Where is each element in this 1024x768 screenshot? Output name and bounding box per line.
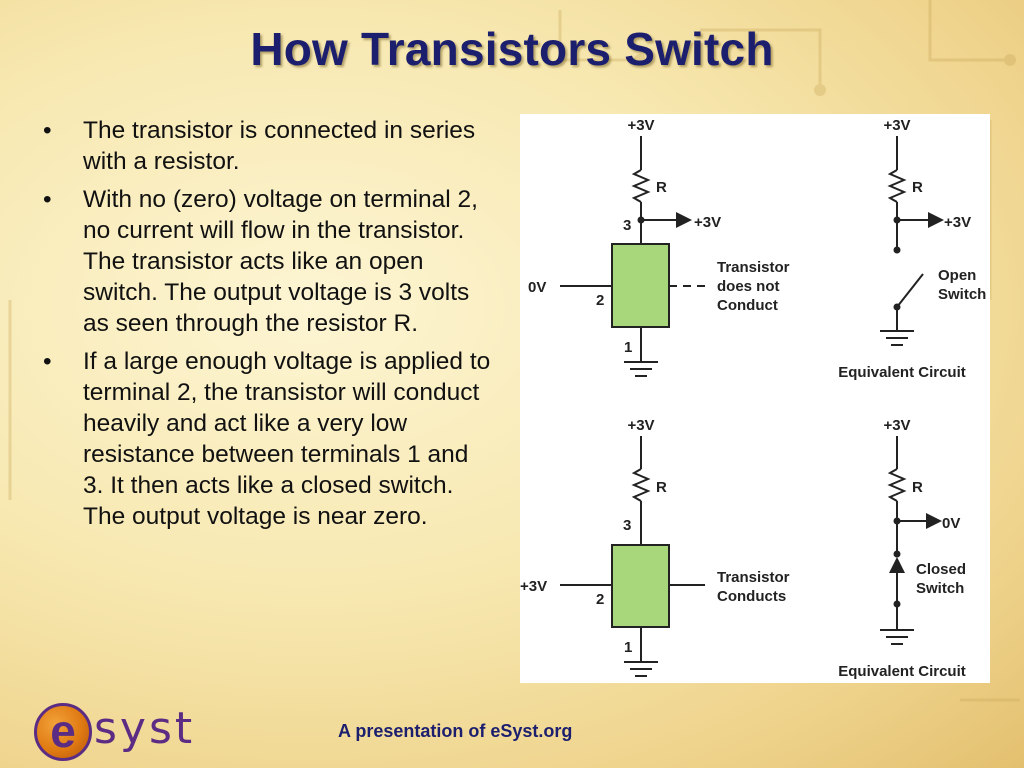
off-eq-output-voltage: +3V	[944, 214, 971, 231]
on-transistor-circuit	[560, 436, 705, 677]
open-switch-label-line-2: Switch	[938, 286, 986, 303]
bullet-dot: •	[43, 117, 52, 144]
on-equivalent-label: Equivalent Circuit	[838, 663, 966, 680]
footer-credit: A presentation of eSyst.org	[338, 721, 573, 741]
transistor-switch-diagram: +3V R 3 +3V 0V 2 1 Transistor does not C…	[520, 114, 990, 683]
on-transistor-block	[611, 544, 670, 628]
off-output-node	[637, 216, 645, 224]
bullet-item: • If a large enough voltage is applied to…	[40, 346, 495, 532]
off-note-line-3: Conduct	[717, 297, 778, 314]
on-note-line-2: Conducts	[717, 588, 786, 605]
off-eq-output-node	[893, 216, 901, 224]
off-resistor-label: R	[656, 179, 667, 196]
bullet-item: • With no (zero) voltage on terminal 2, n…	[40, 184, 495, 339]
off-terminal-3-label: 3	[623, 217, 631, 234]
bullet-dot: •	[43, 186, 52, 213]
open-switch-pivot	[893, 303, 901, 311]
off-input-voltage: 0V	[528, 279, 546, 296]
bullet-text: The transistor is connected in series wi…	[83, 117, 476, 175]
off-terminal-1-label: 1	[624, 339, 632, 356]
bullet-text: If a large enough voltage is applied to …	[83, 348, 491, 530]
on-note-line-1: Transistor	[717, 569, 790, 586]
open-switch-blade	[896, 273, 924, 308]
circuit-diagram-svg: +3V R 3 +3V 0V 2 1 Transistor does not C…	[520, 117, 986, 680]
on-equivalent-circuit	[880, 436, 942, 645]
on-terminal-2-label: 2	[596, 591, 604, 608]
open-switch-contact	[893, 246, 901, 254]
closed-switch-label-line-2: Switch	[916, 580, 964, 597]
closed-switch-pivot	[893, 600, 901, 608]
bullet-list: • The transistor is connected in series w…	[40, 115, 495, 539]
on-eq-output-node	[893, 517, 901, 525]
off-eq-supply-label: +3V	[883, 117, 910, 134]
slide-title: How Transistors Switch	[250, 23, 774, 75]
off-eq-resistor-label: R	[912, 179, 923, 196]
on-terminal-1-label: 1	[624, 639, 632, 656]
closed-switch-label-line-1: Closed	[916, 561, 966, 578]
bullet-item: • The transistor is connected in series w…	[40, 115, 495, 177]
off-output-voltage: +3V	[694, 214, 721, 231]
on-terminal-3-label: 3	[623, 517, 631, 534]
esyst-logo: e syst	[34, 703, 219, 761]
off-transistor-block	[611, 243, 670, 328]
closed-switch-contact	[893, 550, 901, 558]
off-note-line-1: Transistor	[717, 259, 790, 276]
off-note-line-2: does not	[717, 278, 780, 295]
on-supply-label: +3V	[627, 417, 654, 434]
on-eq-resistor-label: R	[912, 479, 923, 496]
on-eq-supply-label: +3V	[883, 417, 910, 434]
off-equivalent-circuit	[880, 136, 944, 346]
off-equivalent-label: Equivalent Circuit	[838, 364, 966, 381]
on-resistor-label: R	[656, 479, 667, 496]
bullet-dot: •	[43, 348, 52, 375]
off-terminal-2-label: 2	[596, 292, 604, 309]
off-supply-label: +3V	[627, 117, 654, 134]
on-input-voltage: +3V	[520, 578, 547, 595]
logo-e-circle: e	[34, 703, 92, 761]
open-switch-label-line-1: Open	[938, 267, 976, 284]
bullet-text: With no (zero) voltage on terminal 2, no…	[83, 186, 478, 337]
logo-wordmark: syst	[94, 703, 196, 754]
on-eq-output-voltage: 0V	[942, 515, 960, 532]
